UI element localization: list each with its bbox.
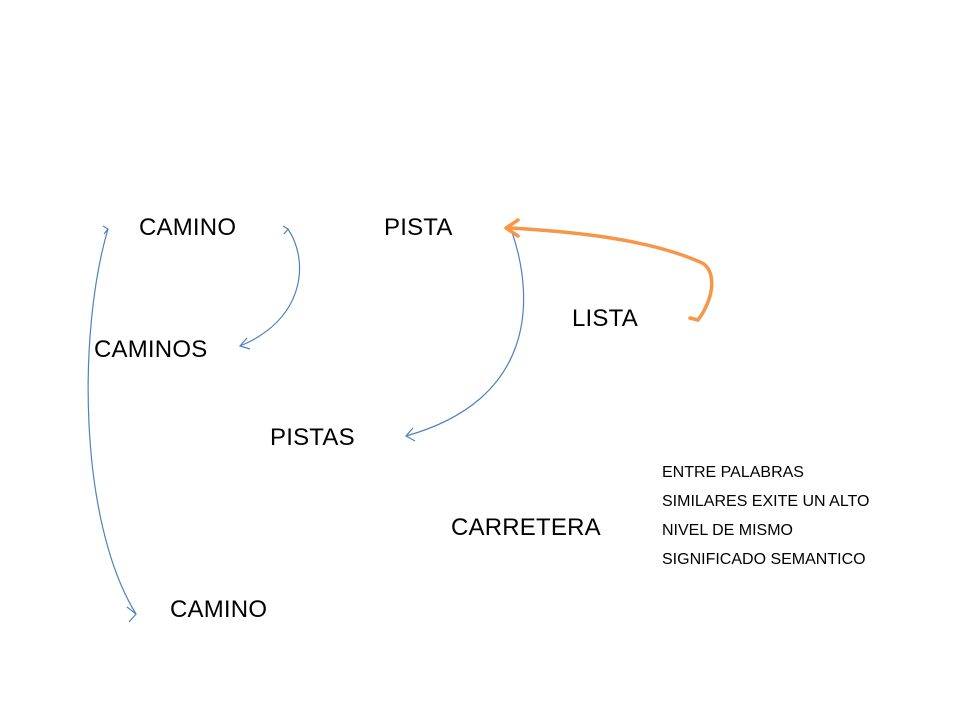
note-line: SIGNIFICADO SEMANTICO xyxy=(662,551,866,568)
arrow-pista-to-pistas xyxy=(405,231,525,437)
note-line: SIMILARES EXITE UN ALTO xyxy=(662,493,870,510)
word-pistas: PISTAS xyxy=(270,424,355,451)
word-caminos: CAMINOS xyxy=(94,336,208,363)
semantic-note: ENTRE PALABRAS SIMILARES EXITE UN ALTO N… xyxy=(662,458,869,574)
word-camino-bottom: CAMINO xyxy=(170,596,268,623)
note-line: NIVEL DE MISMO xyxy=(662,522,793,539)
arrowhead-caminos xyxy=(238,337,251,350)
arrowhead-pista-orange xyxy=(504,218,520,238)
arrow-camino-to-camino xyxy=(87,228,137,615)
arrow-tail-lista xyxy=(688,316,700,322)
note-line: ENTRE PALABRAS xyxy=(662,464,804,481)
arrowhead-camino-bottom xyxy=(126,606,137,623)
word-camino-top: CAMINO xyxy=(139,214,237,241)
word-lista: LISTA xyxy=(572,305,638,332)
arrow-tail-camino-top xyxy=(102,225,109,235)
arrow-tail-camino-right xyxy=(282,225,289,235)
arrow-lista-to-pista xyxy=(508,226,714,322)
word-carretera: CARRETERA xyxy=(451,514,601,541)
arrowhead-pistas xyxy=(405,427,416,442)
arrow-camino-to-caminos xyxy=(239,228,301,347)
word-pista: PISTA xyxy=(384,214,453,241)
